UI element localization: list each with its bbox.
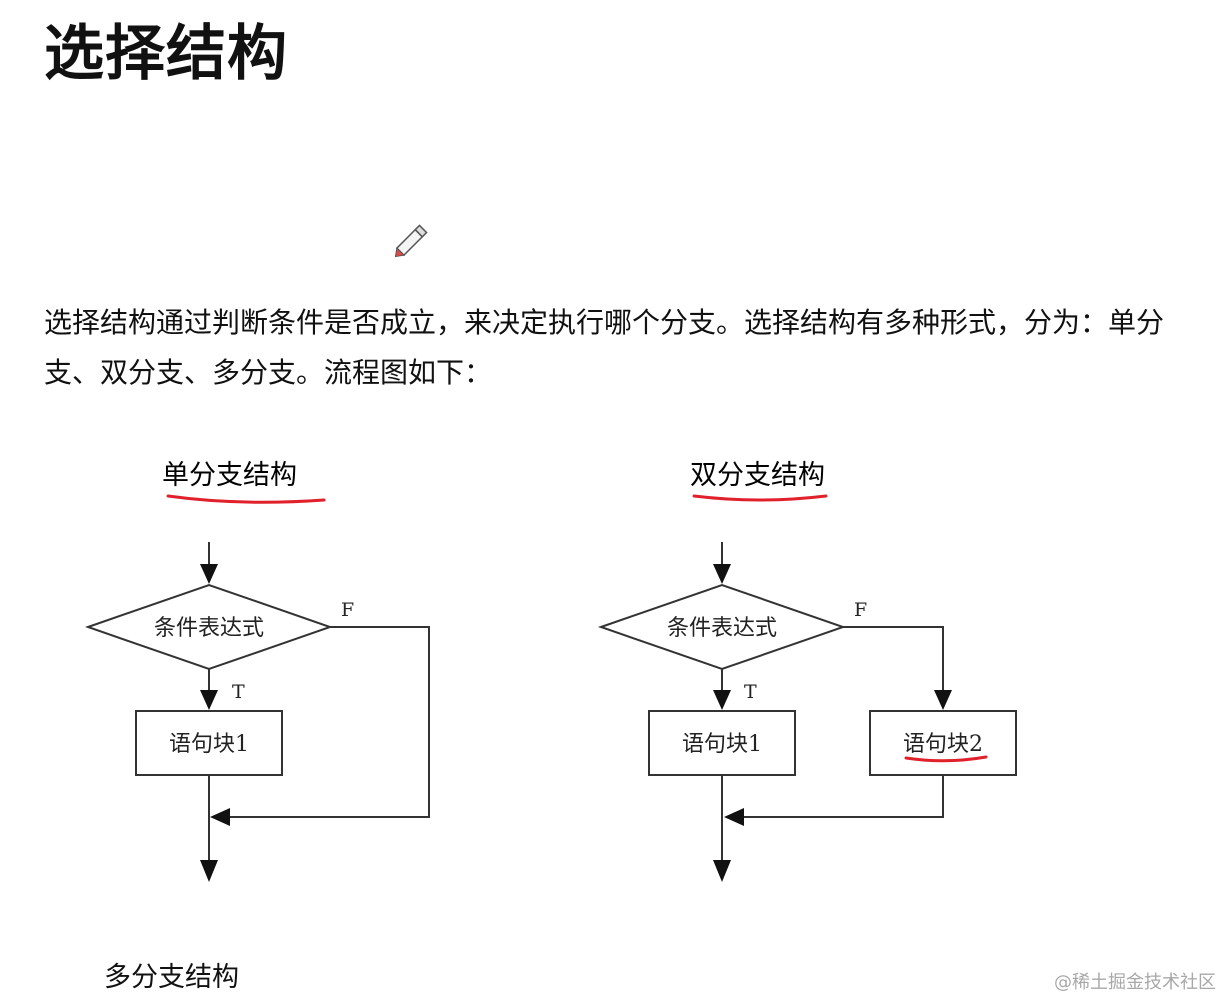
double-block1-box (648, 710, 796, 776)
double-condition-label: 条件表达式 (667, 616, 777, 641)
double-exit-arrow (713, 860, 731, 882)
double-block1-label: 语句块1 (682, 732, 762, 757)
single-false-label: F (341, 599, 354, 621)
double-block2-label: 语句块2 (903, 732, 983, 757)
double-block2-box (869, 710, 1017, 776)
double-true-label: T (744, 681, 757, 703)
single-true-arrow (200, 690, 218, 710)
double-false-arrow (934, 690, 952, 710)
double-merge-arrow (724, 808, 744, 826)
double-true-arrow (713, 690, 731, 710)
double-entry-arrow (713, 564, 731, 584)
watermark: @稀土掘金技术社区 (1054, 972, 1216, 993)
page-title: 选择结构 (44, 19, 288, 89)
single-branch-flowchart: 单分支结构 条件表达式 T 语句块1 F (84, 460, 430, 882)
pencil-cursor-icon (388, 218, 434, 268)
single-merge-arrow (210, 808, 230, 826)
single-true-label: T (232, 681, 245, 703)
single-branch-heading: 单分支结构 (162, 460, 297, 491)
double-merge-path (742, 775, 944, 818)
single-entry-arrow (200, 564, 218, 584)
single-branch-underline (166, 494, 326, 504)
double-false-label: F (854, 599, 867, 621)
double-false-path (843, 626, 944, 690)
single-exit-arrow (200, 860, 218, 882)
single-false-path (228, 626, 430, 818)
single-block1-label: 语句块1 (169, 732, 249, 757)
multi-branch-heading: 多分支结构 (104, 962, 239, 993)
double-branch-flowchart: 双分支结构 条件表达式 T 语句块1 F 语句块2 (597, 460, 1017, 882)
block2-underline (904, 755, 988, 763)
double-branch-underline (692, 494, 828, 502)
intro-paragraph: 选择结构通过判断条件是否成立，来决定执行哪个分支。选择结构有多种形式，分为：单分… (44, 306, 1165, 389)
double-branch-heading: 双分支结构 (690, 460, 825, 491)
single-condition-label: 条件表达式 (154, 616, 264, 641)
